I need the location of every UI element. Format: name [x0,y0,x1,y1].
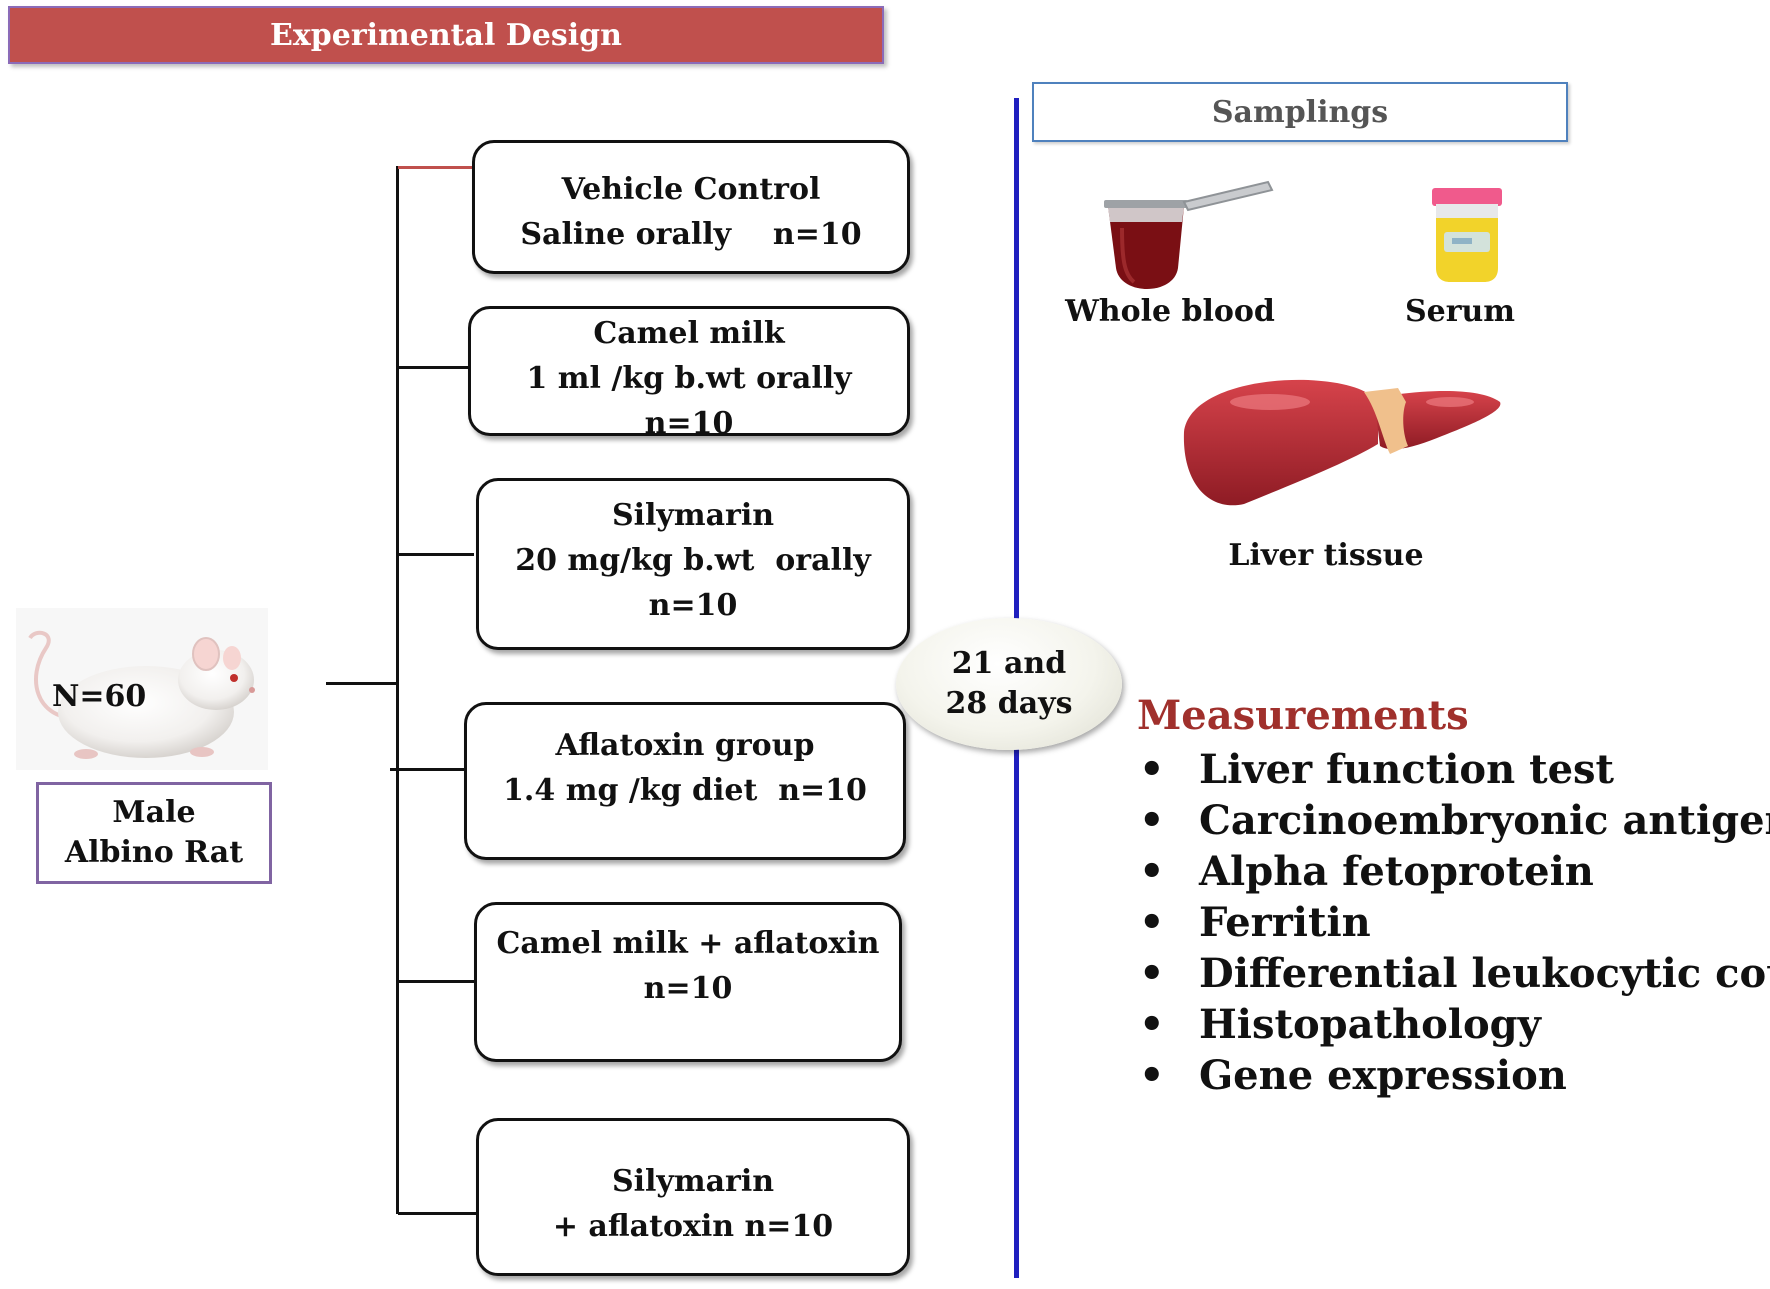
group-4-line-1: Aflatoxin group [555,728,815,763]
group-silymarin: Silymarin 20 mg/kg b.wt orally n=10 [476,478,910,650]
group-6-line-1: Silymarin [611,1164,775,1199]
samplings-title: Samplings [1211,94,1389,130]
measurement-item: Carcinoembryonic antigen [1199,797,1770,844]
subject-label-line2: Albino Rat [64,835,244,870]
measurements-list: • Liver function test • Carcinoembryonic a… [1137,744,1770,1101]
list-item: • Carcinoembryonic antigen [1137,795,1770,846]
group-3-line-3: n=10 [648,588,738,623]
connector-branch-3 [398,553,474,556]
group-2-line-3: n=10 [644,406,734,441]
group-1-line-2: Saline orally n=10 [520,217,862,252]
serum-container-icon [1432,188,1502,282]
connector-branch-5 [398,980,474,983]
group-3-line-2: 20 mg/kg b.wt orally [515,543,871,578]
subject-label-line1: Male [112,795,196,830]
bullet-icon: • [1139,1001,1165,1048]
title-banner: Experimental Design [8,6,884,64]
list-item: • Gene expression [1137,1050,1770,1101]
connector-trunk [396,166,399,1214]
group-camel-milk-aflatoxin: Camel milk + aflatoxin n=10 [474,902,902,1062]
measurement-item: Liver function test [1199,746,1615,793]
connector-root [326,682,398,685]
group-camel-milk: Camel milk 1 ml /kg b.wt orally n=10 [468,306,910,441]
duration-line2: 28 days [945,686,1073,721]
group-2-line-1: Camel milk [593,316,785,351]
list-item: • Histopathology [1137,999,1770,1050]
group-aflatoxin: Aflatoxin group 1.4 mg /kg diet n=10 [464,702,906,860]
measurements-title: Measurements [1137,692,1469,739]
measurement-item: Alpha fetoprotein [1199,848,1594,895]
bullet-icon: • [1139,950,1165,997]
group-4-line-2: 1.4 mg /kg diet n=10 [503,773,867,808]
group-vehicle-control: Vehicle Control Saline orally n=10 [472,140,910,274]
measurement-item: Gene expression [1199,1052,1567,1099]
blood-tube-icon [1104,180,1274,289]
group-5-line-2: n=10 [643,971,733,1006]
subject-label-box: Male Albino Rat [36,782,272,884]
list-item: • Liver function test [1137,744,1770,795]
group-3-line-1: Silymarin [611,498,775,533]
sample-whole-blood: Whole blood [1065,294,1275,329]
page-title: Experimental Design [270,17,622,53]
group-5-line-1: Camel milk + aflatoxin [496,926,880,961]
bullet-icon: • [1139,746,1165,793]
measurement-item: Differential leukocytic count [1199,950,1770,997]
list-item: • Differential leukocytic count [1137,948,1770,999]
group-2-line-2: 1 ml /kg b.wt orally [526,361,852,396]
measurement-item: Ferritin [1199,899,1371,946]
duration-line1: 21 and [951,646,1067,681]
bullet-icon: • [1139,848,1165,895]
connector-branch-6 [398,1212,476,1215]
group-silymarin-aflatoxin: Silymarin + aflatoxin n=10 [476,1118,910,1276]
samplings-banner: Samplings [1032,82,1568,142]
bullet-icon: • [1139,1052,1165,1099]
sample-liver-tissue: Liver tissue [1228,538,1424,573]
list-item: • Ferritin [1137,897,1770,948]
list-item: • Alpha fetoprotein [1137,846,1770,897]
connector-branch-1 [398,166,472,169]
rat-image: N=60 [16,608,268,770]
liver-icon [1183,379,1501,506]
group-1-line-1: Vehicle Control [561,172,821,207]
connector-branch-4 [390,768,464,771]
duration-oval: 21 and 28 days [896,618,1122,750]
bullet-icon: • [1139,797,1165,844]
measurement-item: Histopathology [1199,1001,1541,1048]
subject-count: N=60 [52,679,146,714]
connector-branch-2 [398,366,470,369]
bullet-icon: • [1139,899,1165,946]
group-6-line-2: + aflatoxin n=10 [552,1209,834,1244]
sample-serum: Serum [1404,294,1516,329]
